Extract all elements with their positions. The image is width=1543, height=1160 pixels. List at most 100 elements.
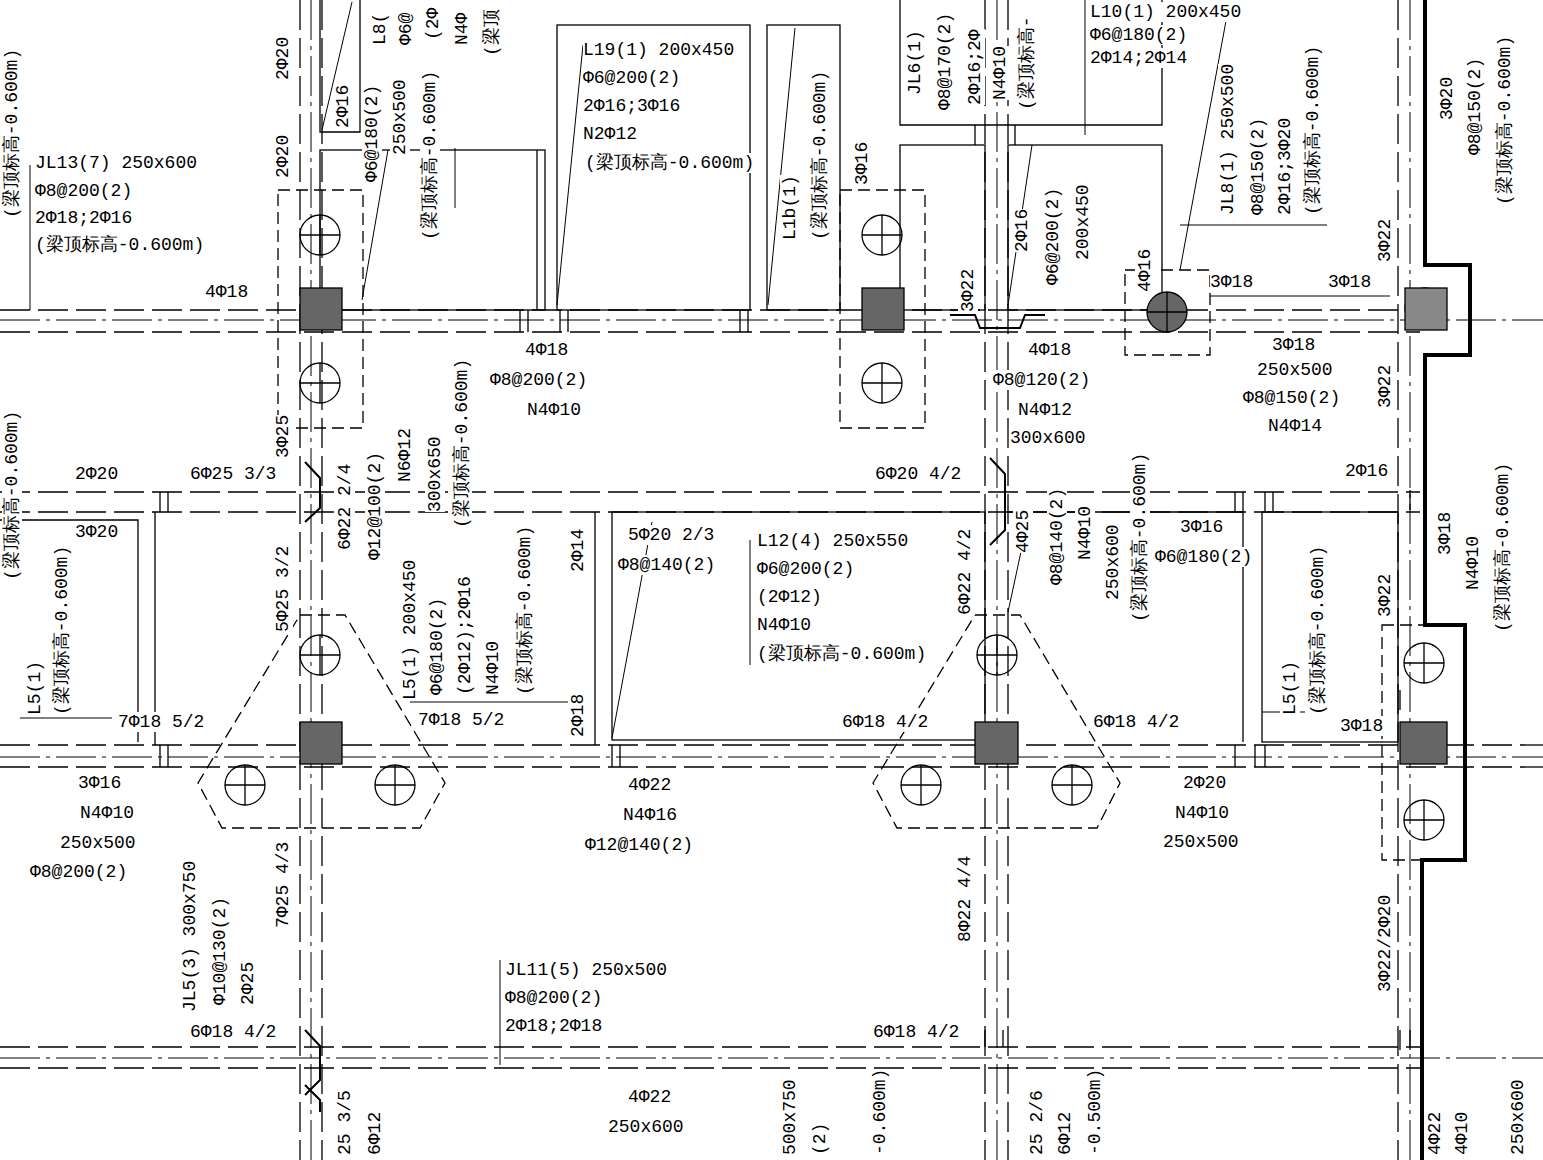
rebar-label: Φ12@100(2) xyxy=(365,452,385,560)
rebar-label: Φ6@200(2) xyxy=(757,559,854,579)
rebar-label: Φ8@200(2) xyxy=(490,370,587,390)
rebar-label: N4Φ xyxy=(452,13,472,45)
rebar-label: L8( xyxy=(370,13,390,45)
rebar-label: (梁顶标高-0.600m) xyxy=(515,526,535,695)
rebar-label: 4Φ16 xyxy=(1135,249,1155,292)
rebar-label: N4Φ10 xyxy=(1463,536,1483,590)
rebar-label: N4Φ16 xyxy=(623,805,677,825)
rebar-label: 6Φ18 4/2 xyxy=(1093,712,1179,732)
rebar-label: N2Φ12 xyxy=(583,124,637,144)
rebar-label: 6Φ22 2/4 xyxy=(335,464,355,550)
rebar-label: 25 3/5 xyxy=(335,1090,355,1155)
pile-cap xyxy=(198,190,1465,860)
rebar-label: JL8(1) 250x500 xyxy=(1218,64,1238,215)
rebar-label: 6Φ18 4/2 xyxy=(190,1022,276,1042)
rebar-label: 4Φ25 xyxy=(1013,510,1033,553)
rebar-label: (梁顶标高-0.600m) xyxy=(1130,453,1150,622)
rebar-label: JL11(5) 250x500 xyxy=(505,960,667,980)
rebar-label: L1b(1) xyxy=(780,175,800,240)
rebar-label: 3Φ16 xyxy=(1180,517,1223,537)
rebar-label: (梁顶标高-0.600m) xyxy=(52,546,72,715)
rebar-label: 2Φ16 xyxy=(1012,209,1032,252)
rebar-label: (2) xyxy=(810,1123,830,1155)
rebar-label: Φ6@180(2) xyxy=(1090,25,1187,45)
rebar-label: 7Φ18 5/2 xyxy=(118,712,204,732)
rebar-label: JL5(3) 300x750 xyxy=(180,861,200,1012)
rebar-label: N4Φ10 xyxy=(527,400,581,420)
rebar-label: (梁顶标高-0.600m) xyxy=(2,49,22,218)
rebar-label: 300x650 xyxy=(425,436,445,512)
rebar-label: 250x600 xyxy=(608,1117,684,1137)
rebar-label: 2Φ16 xyxy=(333,85,353,128)
rebar-label: 4Φ18 xyxy=(1028,340,1071,360)
rebar-label: L5(1) xyxy=(25,661,45,715)
rebar-label: 6Φ18 4/2 xyxy=(842,712,928,732)
rebar-label: 2Φ14;2Φ14 xyxy=(1090,48,1187,68)
rebar-label: Φ6@180(2) xyxy=(427,598,447,695)
rebar-label: JL13(7) 250x600 xyxy=(35,153,197,173)
rebar-label: L5(1) xyxy=(1280,661,1300,715)
rebar-label: 2Φ14 xyxy=(568,529,588,572)
rebar-label: 4Φ18 xyxy=(525,340,568,360)
rebar-label: L12(4) 250x550 xyxy=(757,531,908,551)
rebar-label: 2Φ20 xyxy=(273,37,293,80)
rebar-label: Φ6@200(2) xyxy=(583,68,680,88)
rebar-label: 4Φ22 xyxy=(1425,1112,1445,1155)
rebar-label: 200x450 xyxy=(1073,184,1093,260)
rebar-label: N4Φ10 xyxy=(80,803,134,823)
rebar-label: Φ8@150(2) xyxy=(1243,388,1340,408)
rebar-label: 5Φ25 3/2 xyxy=(273,546,293,632)
rebar-label: N4Φ10 xyxy=(1175,803,1229,823)
rebar-label: N4Φ14 xyxy=(1268,416,1322,436)
rebar-label: Φ8@140(2) xyxy=(1047,488,1067,585)
rebar-label: 2Φ16;2Φ xyxy=(965,29,985,105)
rebar-label: N4Φ10 xyxy=(757,615,811,635)
rebar-label: (梁顶标高-0.600m) xyxy=(810,71,830,240)
leader-line xyxy=(20,0,1390,1065)
rebar-label: 250x500 xyxy=(60,833,136,853)
rebar-label: Φ8@150(2) xyxy=(1248,118,1268,215)
rebar-label: 6Φ22 4/2 xyxy=(955,529,975,615)
rebar-label: (梁顶标高-0.600m) xyxy=(420,71,440,240)
rebar-label: 8Φ22 4/4 xyxy=(955,856,975,942)
rebar-label: 4Φ22 xyxy=(628,1087,671,1107)
rebar-label: 3Φ25 xyxy=(273,415,293,458)
rebar-label: JL6(1) xyxy=(905,30,925,95)
rebar-label: (梁顶标高-0.600m) xyxy=(1303,46,1323,215)
rebar-label: 3Φ18 xyxy=(1272,335,1315,355)
rebar-label: Φ10@130(2) xyxy=(210,897,230,1005)
rebar-label: 250x600 xyxy=(1508,1079,1528,1155)
rebar-label: N4Φ12 xyxy=(1018,400,1072,420)
rebar-label: Φ8@200(2) xyxy=(30,862,127,882)
rebar-label: 6Φ12 xyxy=(1055,1112,1075,1155)
rebar-label: 6Φ25 3/3 xyxy=(190,464,276,484)
rebar-label: Φ6@180(2) xyxy=(362,85,382,182)
rebar-label: N4Φ10 xyxy=(1075,506,1095,560)
rebar-label: 4Φ22 xyxy=(628,775,671,795)
rebar-label: Φ8@120(2) xyxy=(993,370,1090,390)
rebar-label: 250x500 xyxy=(1163,832,1239,852)
rebar-label: -0.500m) xyxy=(1085,1069,1105,1155)
rebar-label: 2Φ20 xyxy=(1183,773,1226,793)
rebar-label: (2Φ12);2Φ16 xyxy=(455,576,475,695)
rebar-label: Φ6@180(2) xyxy=(1155,547,1252,567)
column xyxy=(300,288,1447,764)
rebar-label: 3Φ22/2Φ20 xyxy=(1375,895,1395,992)
rebar-label: 4Φ18 xyxy=(205,282,248,302)
rebar-label: L19(1) 200x450 xyxy=(583,40,734,60)
rebar-label: 6Φ18 4/2 xyxy=(873,1022,959,1042)
rebar-label: N4Φ10 xyxy=(483,641,503,695)
rebar-label: Φ8@150(2) xyxy=(1465,58,1485,155)
rebar-label: 3Φ22 xyxy=(1375,574,1395,617)
rebar-label: 3Φ18 xyxy=(1328,272,1371,292)
rebar-label: 7Φ18 5/2 xyxy=(418,710,504,730)
rebar-label: (2Φ xyxy=(423,8,443,40)
rebar-label: 2Φ16;3Φ20 xyxy=(1275,118,1295,215)
rebar-label: (梁顶标高-0.600m) xyxy=(757,644,926,664)
rebar-label: (梁顶标高-0.600m) xyxy=(585,153,754,173)
rebar-label: 5Φ20 2/3 xyxy=(628,525,714,545)
rebar-label: 3Φ18 xyxy=(1210,272,1253,292)
rebar-label: Φ12@140(2) xyxy=(585,835,693,855)
rebar-label: (2Φ12) xyxy=(757,587,822,607)
